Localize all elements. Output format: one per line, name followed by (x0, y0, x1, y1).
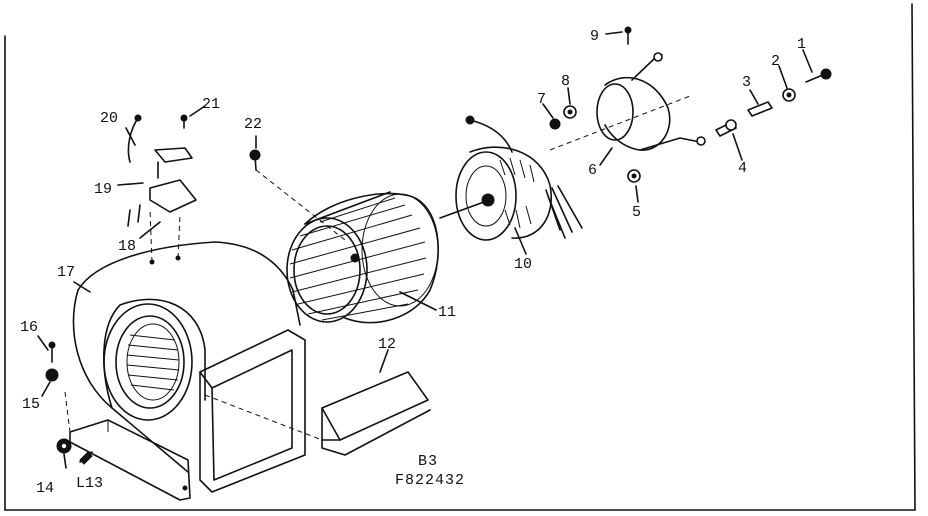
part-label-19: 19 (94, 181, 112, 198)
part-label-13: L13 (76, 475, 103, 492)
page-frame (4, 3, 916, 511)
blower-housing-drawing (64, 209, 306, 501)
drawing-caption: B3 F822432 (395, 453, 465, 489)
part-label-18: 18 (118, 238, 136, 255)
part-label-22: 22 (244, 116, 262, 133)
part-label-21: 21 (202, 96, 220, 113)
part-label-10: 10 (514, 256, 532, 273)
part-label-16: 16 (20, 319, 38, 336)
motor-vents (499, 157, 535, 229)
inlet-fan-blades (126, 334, 180, 391)
motor-drawing (439, 115, 583, 241)
caption-drawing-number: F822432 (395, 472, 465, 489)
part-label-4: 4 (738, 160, 747, 177)
part-label-12: 12 (378, 336, 396, 353)
part-label-17: 17 (57, 264, 75, 281)
caption-group: B3 (418, 453, 438, 470)
part-label-3: 3 (742, 74, 751, 91)
part-label-7: 7 (537, 91, 546, 108)
part-label-9: 9 (590, 28, 599, 45)
part-label-14: 14 (36, 480, 54, 497)
part-label-20: 20 (100, 110, 118, 127)
part-label-2: 2 (771, 53, 780, 70)
part-label-6: 6 (588, 162, 597, 179)
part-label-5: 5 (632, 204, 641, 221)
fan-wheel-blades (289, 197, 427, 321)
part-callouts: 1 2 3 4 5 6 7 8 9 10 11 12 L13 14 15 16 … (20, 28, 806, 497)
part-label-11: 11 (438, 304, 456, 321)
part-label-1: 1 (797, 36, 806, 53)
hardware-drawing (45, 26, 832, 465)
part-label-15: 15 (22, 396, 40, 413)
part-label-8: 8 (561, 73, 570, 90)
leader-lines (37, 31, 813, 469)
motor-mount-drawing (549, 52, 706, 151)
